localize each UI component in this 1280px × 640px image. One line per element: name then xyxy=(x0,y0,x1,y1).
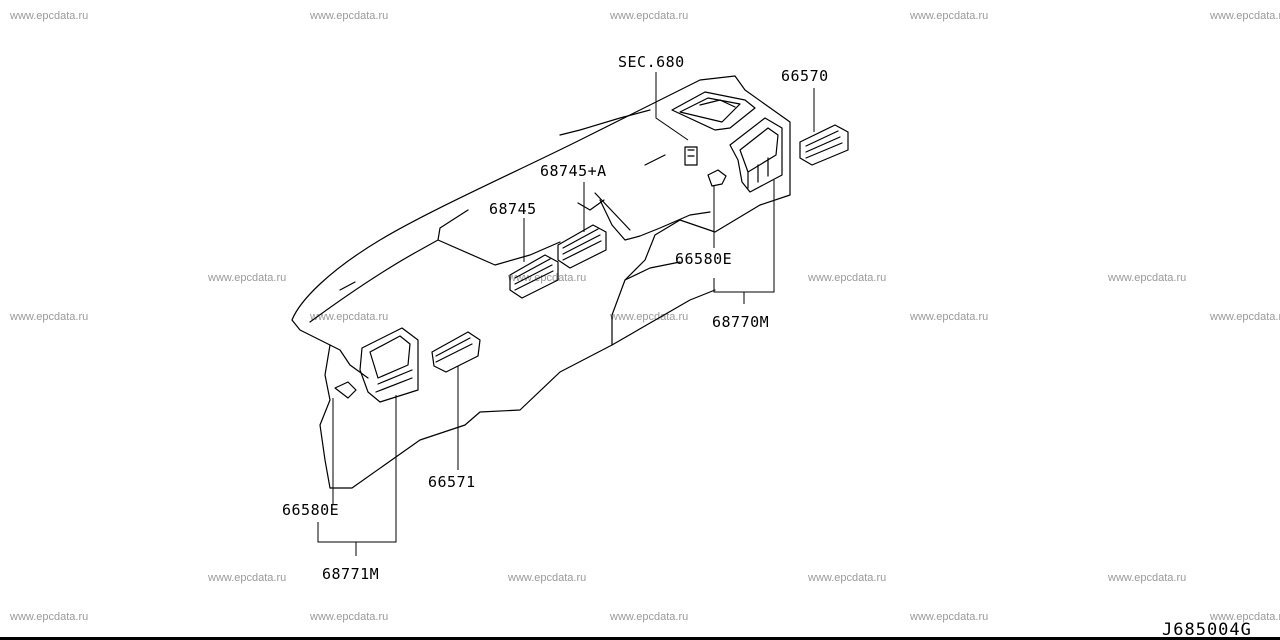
right-vent-housing xyxy=(747,157,769,189)
callout-66580e-right: 66580E xyxy=(675,250,733,268)
watermark: www.epcdata.ru xyxy=(808,272,887,284)
left-vent-housing xyxy=(375,369,413,393)
dashboard-outline xyxy=(594,192,631,231)
dashboard-outline xyxy=(291,75,791,489)
cluster-hood xyxy=(671,91,756,131)
cluster-hood xyxy=(699,99,736,108)
callout-68771m: 68771M xyxy=(322,565,380,583)
callout-sec680: SEC.680 xyxy=(618,53,685,71)
dashboard-outline xyxy=(611,289,716,346)
watermark: www.epcdata.ru xyxy=(610,10,689,22)
watermark: www.epcdata.ru xyxy=(1108,572,1187,584)
watermark: www.epcdata.ru xyxy=(910,611,989,623)
watermark: www.epcdata.ru xyxy=(910,10,989,22)
diagram-code: J685004G xyxy=(1162,620,1252,640)
callout-66570: 66570 xyxy=(781,67,829,85)
watermark: www.epcdata.ru xyxy=(10,10,89,22)
dashboard-outline xyxy=(339,281,356,291)
side-vent-right xyxy=(805,130,843,159)
callout-68745a: 68745+A xyxy=(540,162,607,180)
side-vent-right xyxy=(799,124,849,166)
callout-66571: 66571 xyxy=(428,473,476,491)
center-vent-left xyxy=(514,258,554,291)
center-vent-right xyxy=(557,224,607,269)
dashboard-outline xyxy=(309,209,469,323)
watermark: www.epcdata.ru xyxy=(10,311,89,323)
watermark: www.epcdata.ru xyxy=(610,311,689,323)
watermark: www.epcdata.ru xyxy=(1108,272,1187,284)
dashboard-outline xyxy=(291,319,369,379)
watermark: www.epcdata.ru xyxy=(208,572,287,584)
left-vent-housing xyxy=(369,335,411,379)
watermark: www.epcdata.ru xyxy=(508,272,587,284)
watermark: www.epcdata.ru xyxy=(1210,10,1280,22)
watermark: www.epcdata.ru xyxy=(1210,611,1280,623)
center-switch xyxy=(684,146,698,166)
watermark: www.epcdata.ru xyxy=(310,10,389,22)
right-vent-housing xyxy=(739,127,779,173)
dashboard-outline xyxy=(577,199,605,211)
watermark: www.epcdata.ru xyxy=(808,572,887,584)
watermark: www.epcdata.ru xyxy=(310,311,389,323)
cluster-hood xyxy=(679,97,741,123)
left-vent-housing xyxy=(359,327,419,403)
dashboard-outline xyxy=(644,154,666,166)
side-vent-left xyxy=(431,331,481,373)
watermark: www.epcdata.ru xyxy=(208,272,287,284)
callout-66580e-left: 66580E xyxy=(282,501,340,519)
bottom-rule xyxy=(0,637,1280,640)
center-vent-right xyxy=(562,228,602,261)
dashboard-outline xyxy=(559,109,651,136)
watermark: www.epcdata.ru xyxy=(1210,311,1280,323)
leader-68770m xyxy=(713,180,775,304)
right-vent-housing xyxy=(729,117,783,193)
leader-68771m xyxy=(317,395,397,556)
watermark: www.epcdata.ru xyxy=(508,572,587,584)
center-switch xyxy=(687,149,695,157)
watermark: www.epcdata.ru xyxy=(10,611,89,623)
dashboard-outline xyxy=(599,199,711,241)
callout-68770m: 68770M xyxy=(712,313,770,331)
dashboard-outline xyxy=(319,344,331,489)
dashboard-outline xyxy=(437,239,561,266)
right-side-switch xyxy=(707,169,727,187)
watermark: www.epcdata.ru xyxy=(910,311,989,323)
dashboard-outline xyxy=(624,261,681,281)
callout-68745: 68745 xyxy=(489,200,537,218)
watermark: www.epcdata.ru xyxy=(310,611,389,623)
left-side-switch xyxy=(334,381,357,399)
watermark: www.epcdata.ru xyxy=(610,611,689,623)
leader-sec680 xyxy=(655,72,689,141)
side-vent-left xyxy=(435,337,473,363)
center-vent-left xyxy=(509,254,559,299)
